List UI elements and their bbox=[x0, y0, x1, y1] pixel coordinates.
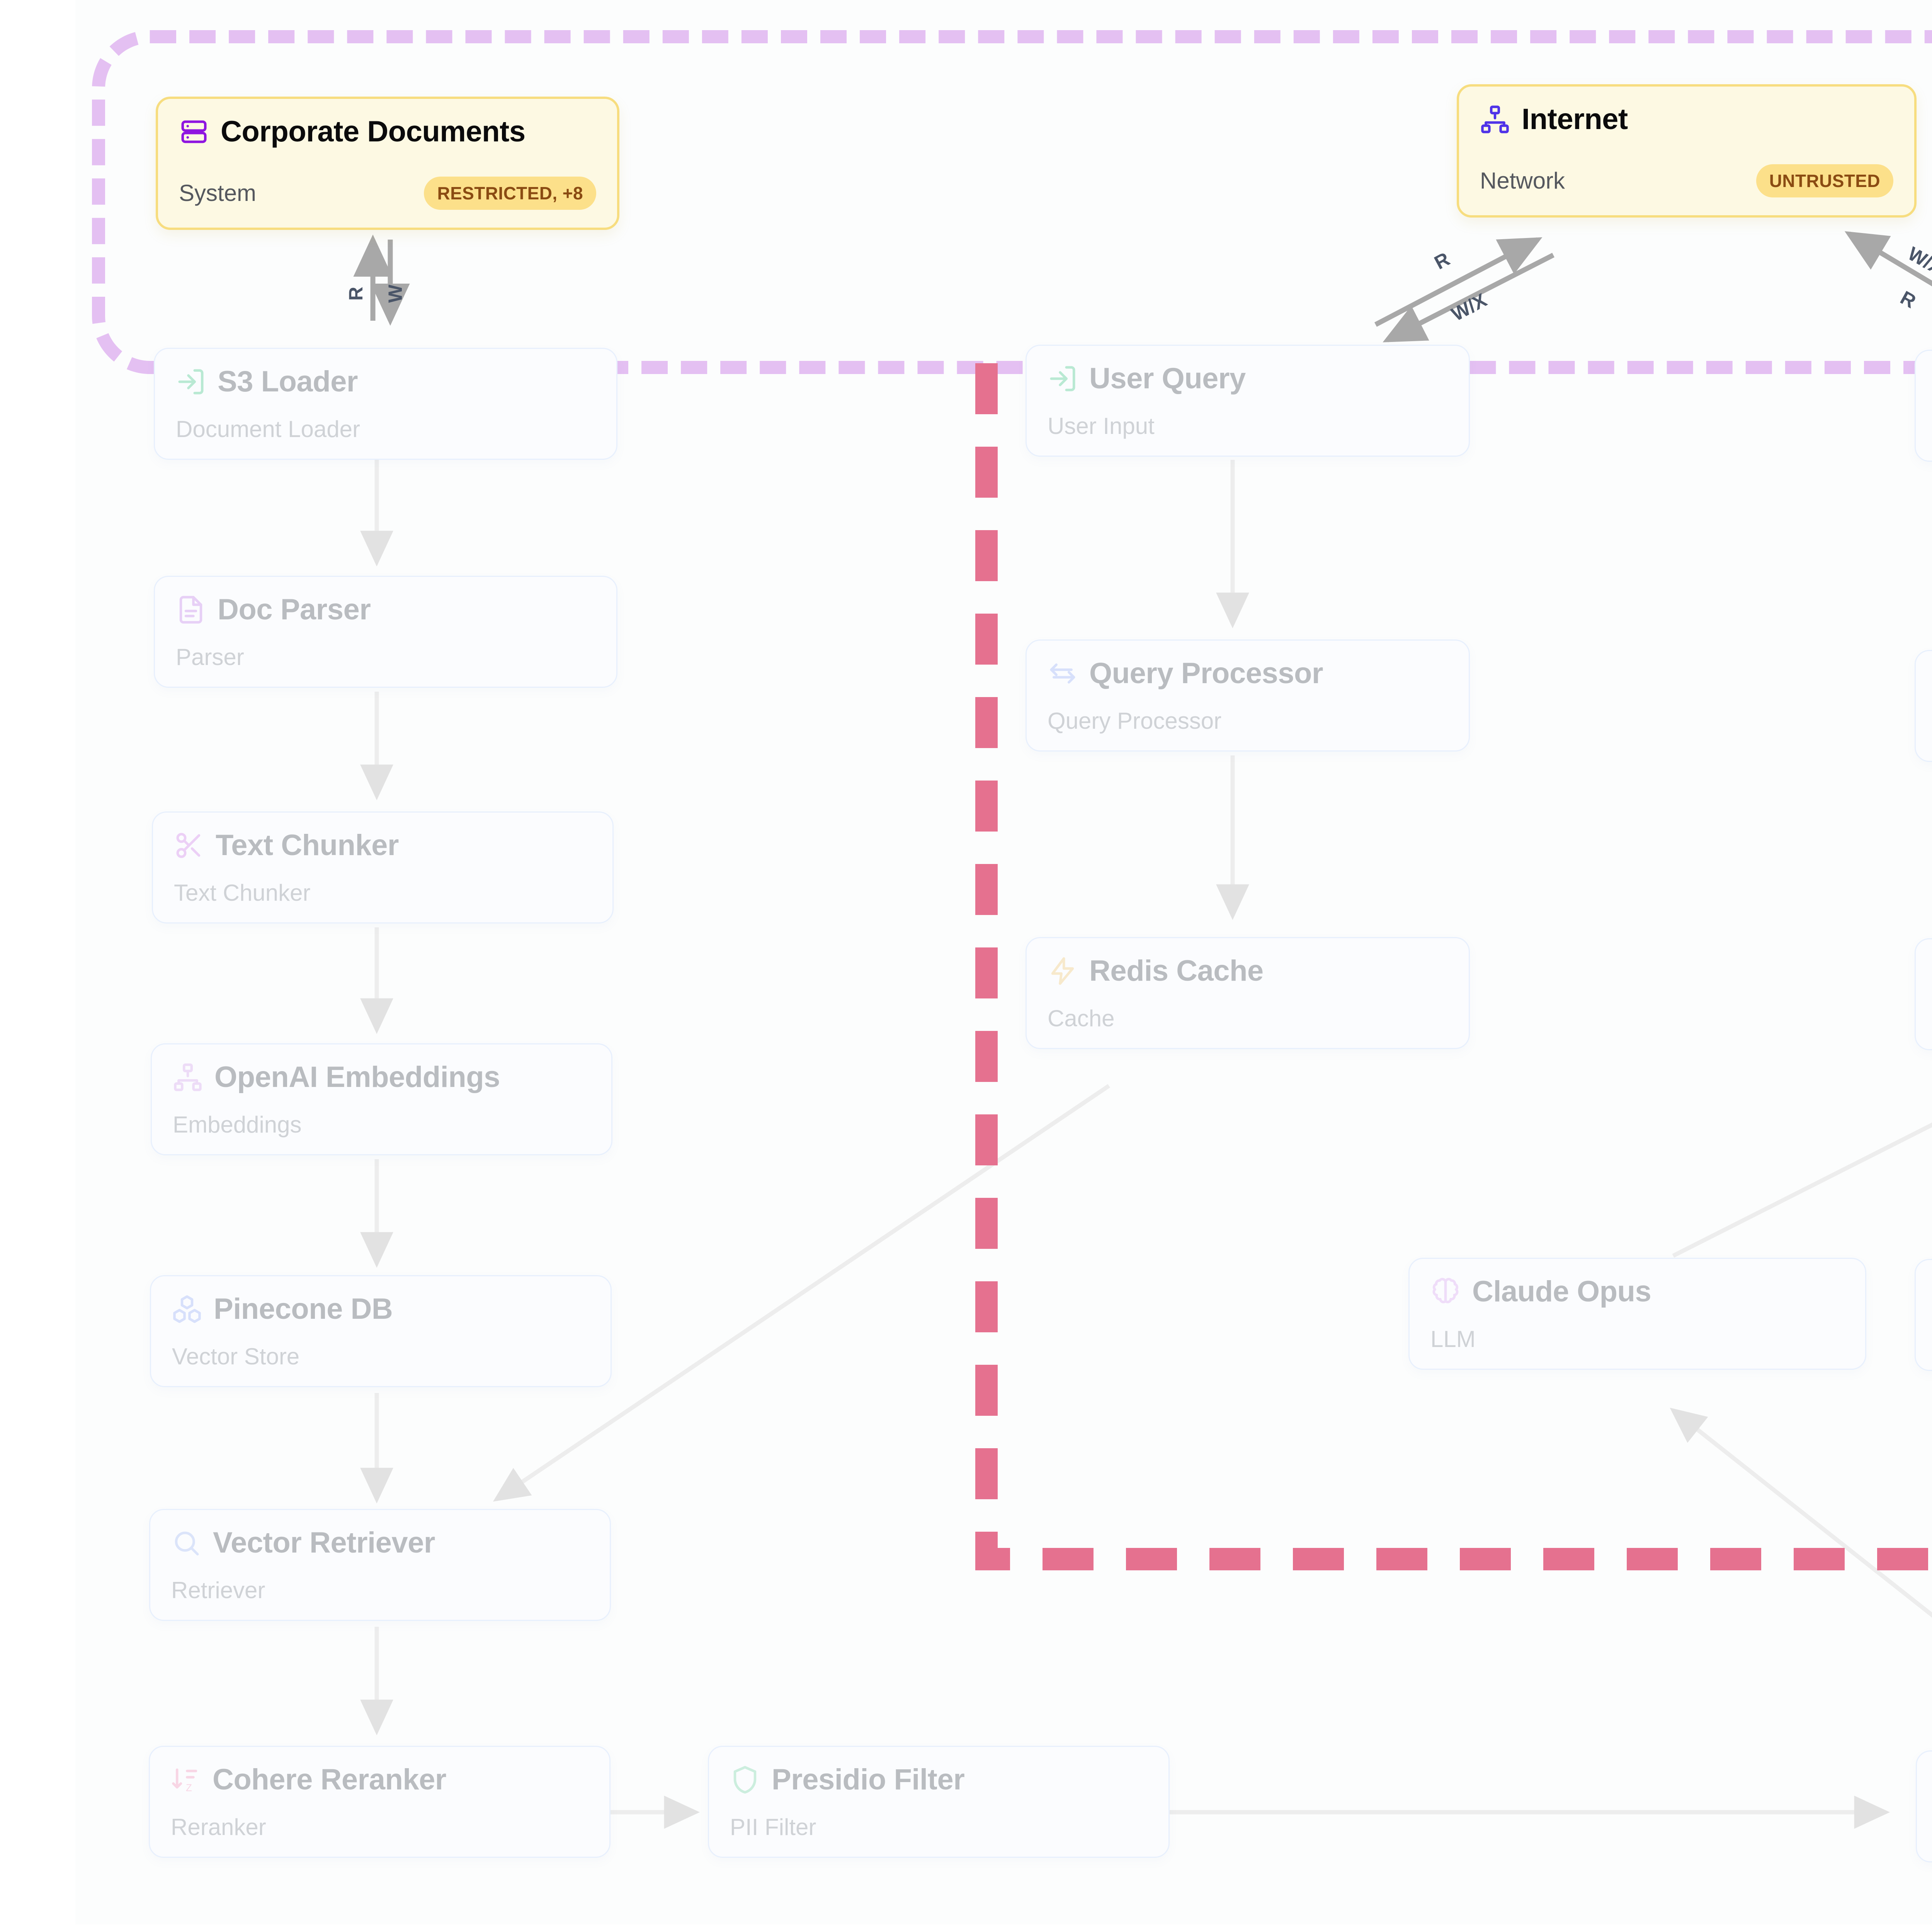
node-subtitle: Reranker bbox=[171, 1814, 266, 1840]
node-title: Redis Cache bbox=[1089, 954, 1264, 987]
log-in-icon bbox=[178, 369, 204, 395]
node-subtitle: Network bbox=[1480, 168, 1565, 194]
node-subtitle: Text Chunker bbox=[174, 880, 311, 906]
node-subtitle: System bbox=[179, 180, 257, 206]
file-text-icon bbox=[179, 596, 202, 624]
node-doc-parser[interactable]: Doc Parser Parser bbox=[154, 576, 617, 688]
node-title: Vector Retriever bbox=[213, 1526, 435, 1559]
log-in-icon bbox=[1050, 366, 1075, 391]
status-badge: UNTRUSTED bbox=[1756, 164, 1893, 197]
arrow-left-right-icon bbox=[1050, 663, 1075, 684]
node-title: Internet bbox=[1522, 103, 1628, 136]
node-presidio-filter[interactable]: Presidio Filter PII Filter bbox=[708, 1746, 1170, 1858]
node-subtitle: Document Loader bbox=[176, 416, 360, 442]
node-subtitle: Retriever bbox=[171, 1577, 265, 1603]
node-title: Cohere Reranker bbox=[213, 1763, 447, 1796]
node-redis-cache[interactable]: Redis Cache Cache bbox=[1026, 937, 1470, 1049]
node-vector-retriever[interactable]: Vector Retriever Retriever bbox=[149, 1509, 611, 1621]
shield-icon bbox=[733, 1766, 757, 1794]
node-openai-embeddings[interactable]: OpenAI Embeddings Embeddings bbox=[151, 1043, 612, 1155]
network-icon bbox=[1481, 105, 1509, 133]
brain-icon bbox=[1432, 1278, 1459, 1303]
node-subtitle: Query Processor bbox=[1048, 708, 1222, 734]
node-title: S3 Loader bbox=[218, 365, 358, 398]
node-title: Corporate Documents bbox=[221, 115, 526, 148]
node-user-query[interactable]: User Query User Input bbox=[1026, 345, 1470, 457]
node-title: Query Processor bbox=[1089, 657, 1323, 690]
database-icon bbox=[181, 120, 207, 143]
node-subtitle: PII Filter bbox=[730, 1814, 816, 1840]
node-internet[interactable]: Internet Network UNTRUSTED bbox=[1457, 84, 1917, 218]
node-cohere-reranker[interactable]: Z Cohere Reranker Reranker bbox=[149, 1746, 611, 1858]
node-s3-loader[interactable]: S3 Loader Document Loader bbox=[154, 348, 617, 460]
node-subtitle: LLM bbox=[1430, 1326, 1476, 1352]
node-subtitle: User Input bbox=[1048, 413, 1155, 439]
node-compliance-logger[interactable]: Compliance Logger Audit Logger bbox=[1915, 650, 1932, 762]
scissors-icon bbox=[176, 833, 201, 858]
sort-desc-icon: Z bbox=[172, 1768, 197, 1793]
node-subtitle: Vector Store bbox=[172, 1344, 300, 1369]
node-claude-opus[interactable]: Claude Opus LLM bbox=[1408, 1258, 1866, 1370]
node-query-processor[interactable]: Query Processor Query Processor bbox=[1026, 639, 1470, 752]
node-title: Pinecone DB bbox=[214, 1293, 393, 1325]
node-title: Text Chunker bbox=[216, 829, 399, 862]
status-badge: RESTRICTED, +8 bbox=[424, 177, 596, 210]
node-rest-api-output[interactable]: Rest API Output API Output bbox=[1915, 350, 1932, 462]
boxes-icon bbox=[173, 1295, 201, 1323]
node-subtitle: Parser bbox=[176, 644, 244, 670]
node-gpt-4[interactable]: GPT-4 LLM bbox=[1915, 1259, 1932, 1371]
node-subtitle: Cache bbox=[1048, 1005, 1115, 1031]
node-title: OpenAI Embeddings bbox=[214, 1061, 500, 1094]
node-title: Claude Opus bbox=[1472, 1275, 1651, 1308]
node-llm-router[interactable]: LLM Router Router bbox=[1916, 1750, 1932, 1862]
svg-text:Z: Z bbox=[186, 1782, 192, 1793]
node-pinecone-db[interactable]: Pinecone DB Vector Store bbox=[150, 1275, 612, 1387]
node-title: Doc Parser bbox=[218, 593, 371, 626]
node-title: Presidio Filter bbox=[772, 1763, 965, 1796]
node-text-chunker[interactable]: Text Chunker Text Chunker bbox=[152, 811, 614, 923]
node-title: User Query bbox=[1089, 362, 1246, 395]
network-icon bbox=[174, 1063, 202, 1091]
node-corporate-documents[interactable]: Corporate Documents System RESTRICTED, +… bbox=[156, 97, 619, 230]
zap-icon bbox=[1051, 957, 1074, 985]
node-subtitle: Embeddings bbox=[173, 1112, 302, 1138]
node-output-validator[interactable]: Output Validator Validator bbox=[1915, 938, 1932, 1050]
search-icon bbox=[175, 1531, 199, 1556]
